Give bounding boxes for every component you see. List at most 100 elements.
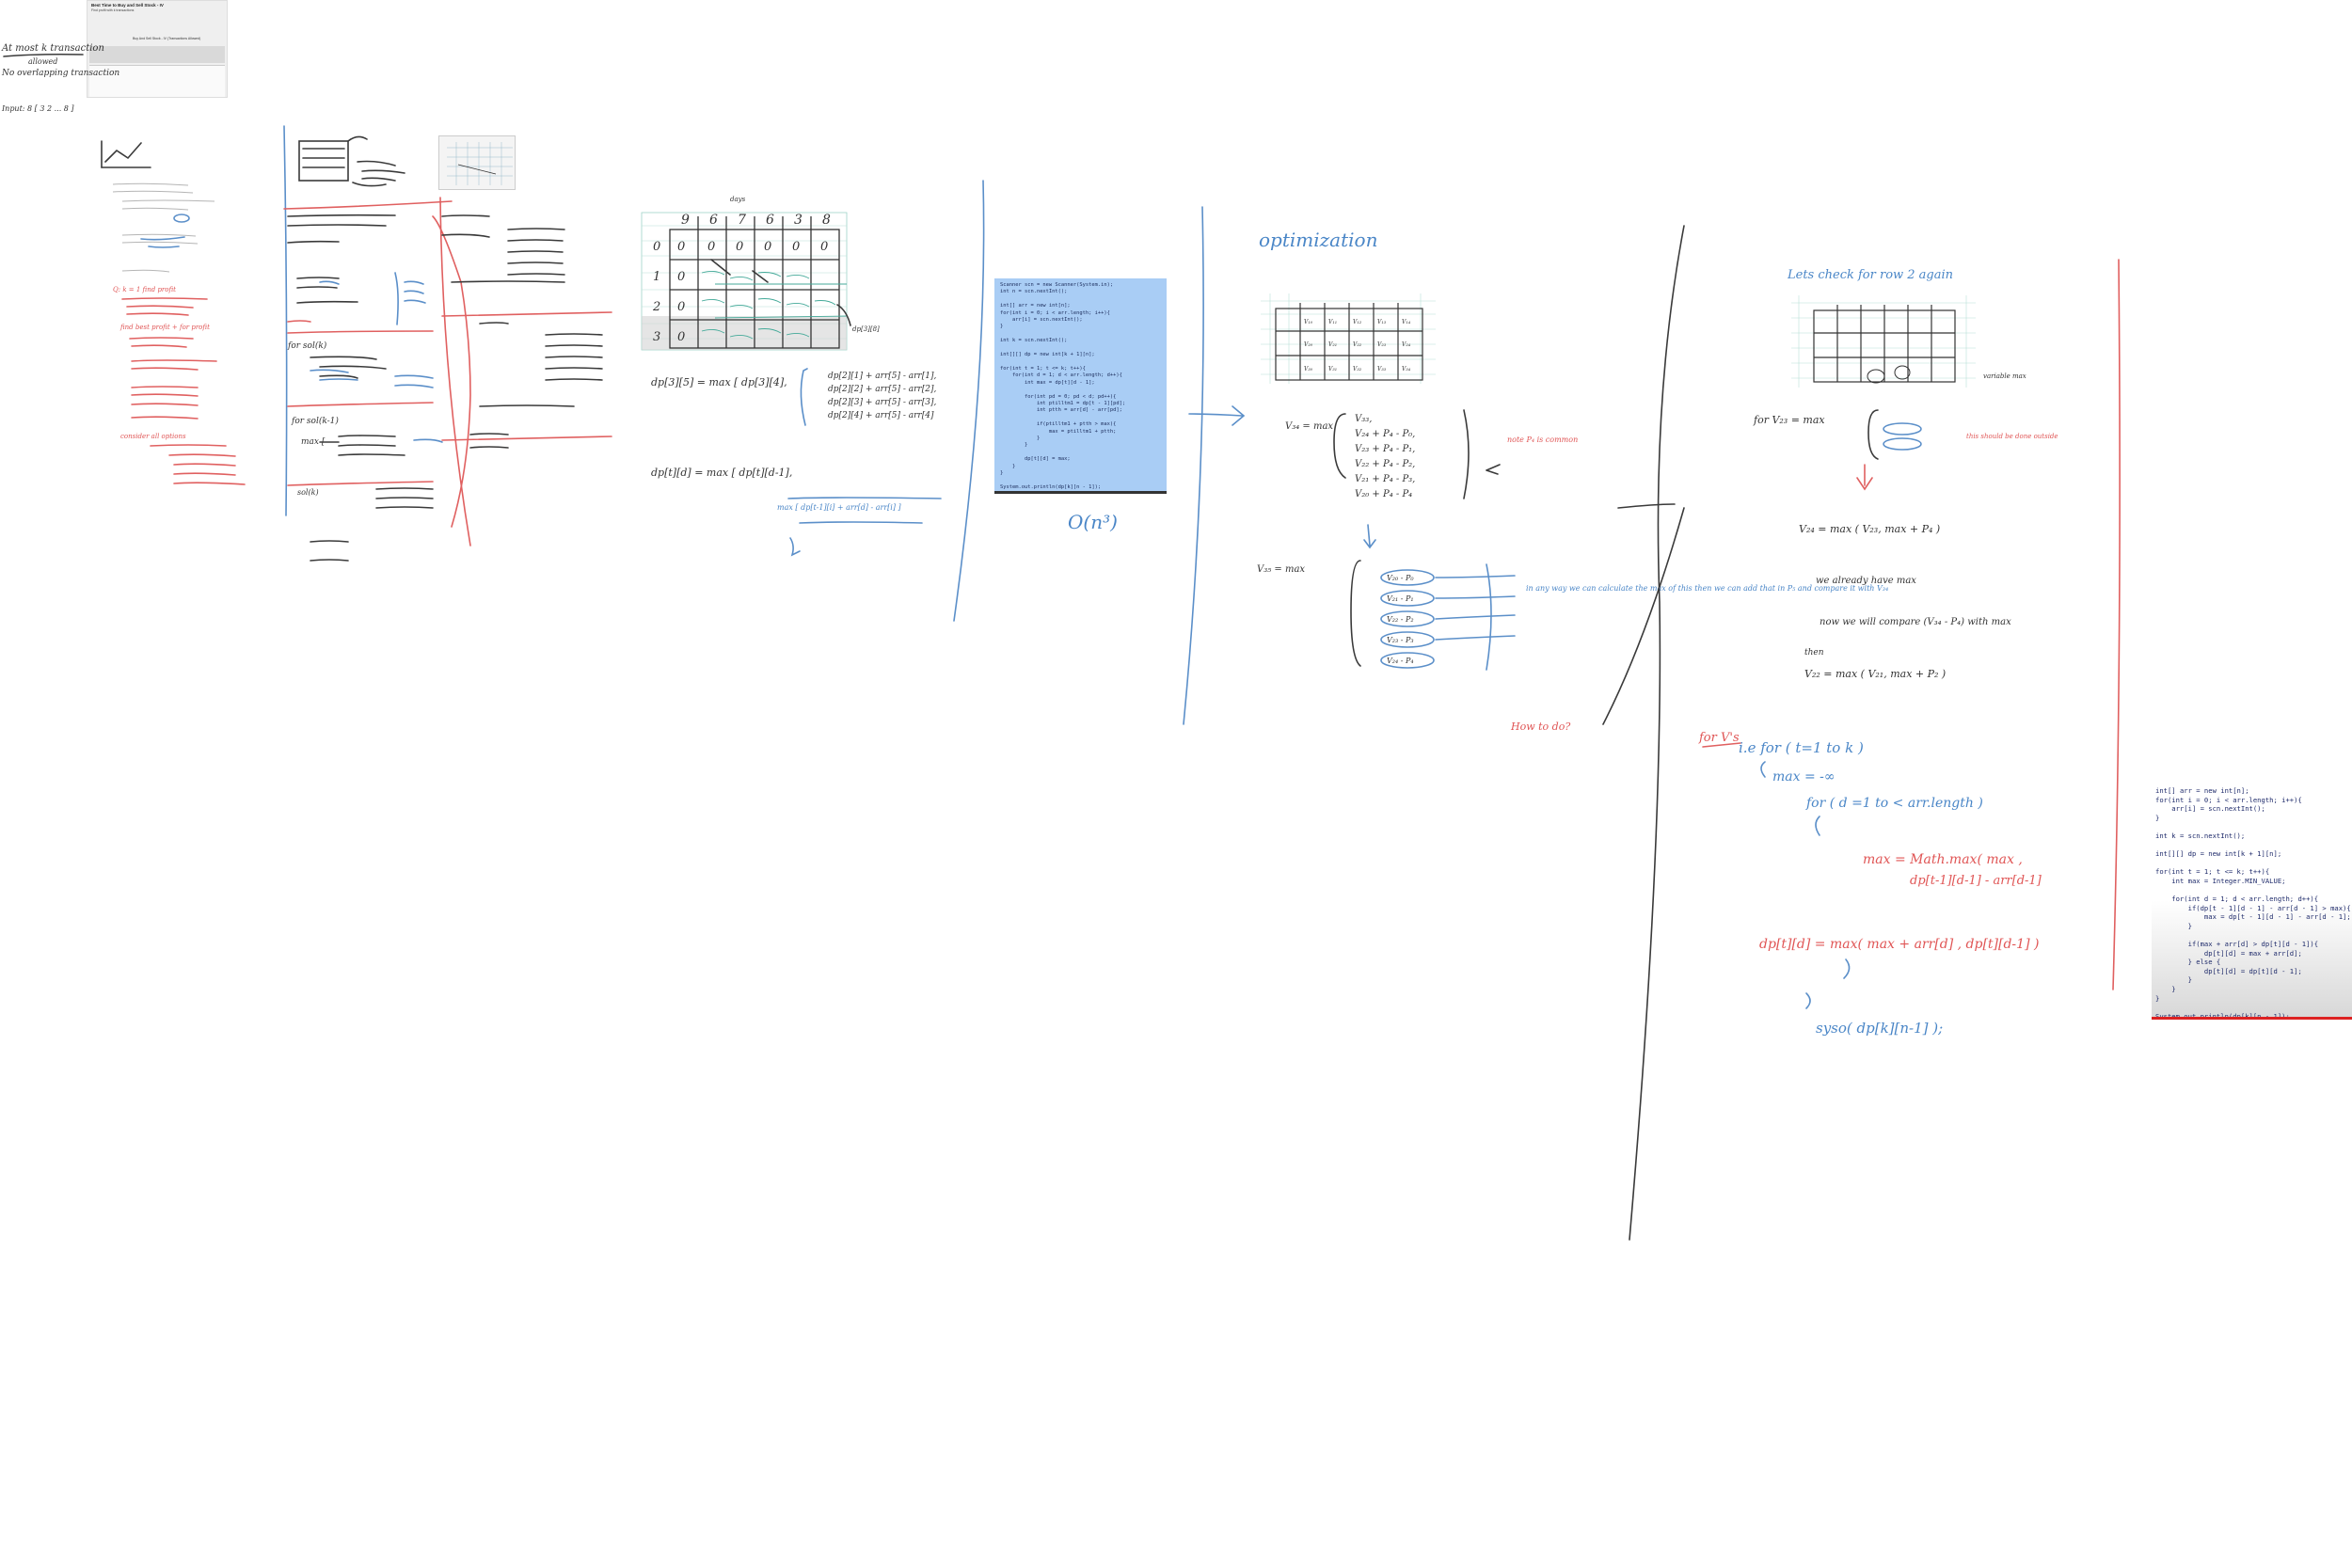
dp-col-4: 3	[794, 213, 803, 228]
code-line: dp[t][d] = dp[t][d - 1];	[2155, 966, 2302, 975]
brace-3	[1843, 958, 1851, 979]
syso-line: syso( dp[k][n-1] );	[1816, 1020, 1943, 1037]
already-have: we already have max	[1816, 576, 1916, 586]
code-line: for(int i = 0; i < arr.length; i++){	[1000, 309, 1110, 316]
loop-line1: i.e for ( t=1 to k )	[1739, 739, 1864, 756]
dp-table: days 9 6 7 6 3 8 0 1 2 3 0 0 0 0 0 0 0 0…	[641, 196, 880, 351]
blue-bracket-formula	[800, 368, 808, 426]
svg-text:V₁₄: V₁₄	[1402, 319, 1411, 325]
dp-cell-0-3: 0	[764, 240, 771, 254]
brace-4	[1805, 992, 1811, 1009]
code-line: }	[1000, 442, 1028, 449]
for-v23-label: for V₂₃ = max	[1753, 414, 1825, 426]
red-divider-right	[2112, 259, 2121, 990]
grid-screenshot-small-lines	[447, 142, 513, 185]
dp-table-grey-band	[642, 316, 847, 350]
red-separator-2d	[287, 481, 434, 486]
dp-side-note: dp[3][8]	[852, 325, 880, 333]
code-line: int[] arr = new int[n];	[2155, 786, 2249, 795]
note-p4-common: note P₄ is common	[1507, 436, 1578, 444]
dp-col-3: 6	[766, 213, 774, 228]
dp-row-label-0: 0	[653, 240, 660, 254]
bracket-v34-right	[1463, 409, 1470, 499]
svg-text:V₃₀: V₃₀	[1304, 366, 1313, 372]
dp-cell-2-0: 0	[677, 300, 685, 314]
blue-circle-left	[173, 214, 190, 223]
for-sol-k: for sol(k)	[287, 341, 327, 351]
divider-4	[1629, 225, 1685, 1241]
code-line: int max = dp[t][d - 1];	[1000, 379, 1095, 386]
blue-formula-lines	[787, 497, 942, 557]
blue-note-opt: in any way we can calculate the max of t…	[1526, 584, 1888, 593]
code-line: for(int t = 1; t <= k; t++){	[1000, 365, 1086, 372]
svg-text:V₂₂: V₂₂	[1353, 341, 1362, 348]
red-note-q3: consider all options	[120, 433, 186, 440]
dp-cell-3-0: 0	[677, 330, 685, 344]
loop-line6: dp[t][d] = max( max + arr[d] , dp[t][d-1…	[1759, 937, 2039, 952]
dp-cell-0-4: 0	[792, 240, 800, 254]
dp-term-1: dp[2][2] + arr[5] - arr[2],	[828, 385, 936, 394]
code-line: arr[i] = scn.nextInt();	[1000, 317, 1083, 324]
brace-1	[1760, 761, 1766, 778]
divider-1	[283, 125, 288, 516]
code-line: int ptth = arr[d] - arr[pd];	[1000, 407, 1122, 414]
code-line: int k = scn.nextInt();	[1000, 338, 1068, 344]
bracket-v35	[1350, 560, 1361, 667]
reference-box	[89, 46, 225, 63]
divider-4b	[1602, 507, 1685, 725]
svg-text:V₂₃: V₂₃	[1377, 341, 1387, 348]
svg-text:V₃₁: V₃₁	[1328, 366, 1337, 372]
dp-term-2: dp[2][3] + arr[5] - arr[3],	[828, 398, 936, 407]
arrow-right	[1188, 405, 1246, 426]
right-grid	[1791, 295, 1976, 388]
dp-cell-0-2: 0	[736, 240, 743, 254]
grid-screenshot-small	[438, 135, 516, 190]
red-note-q2: find best profit + for profit	[119, 324, 210, 331]
section2-sketch	[298, 135, 405, 187]
code-line: }	[2155, 813, 2160, 822]
red-curve-3	[432, 215, 471, 528]
code-line: int ptilltm1 = dp[t - 1][pd];	[1000, 400, 1126, 406]
v24-line: V₂₄ = max ( V₂₃, max + P₄ )	[1799, 523, 1940, 535]
loop-line4: max = Math.max( max ,	[1863, 852, 2023, 867]
svg-text:V₂₁ - P₁: V₂₁ - P₁	[1387, 594, 1414, 603]
red-separator-2b	[287, 330, 434, 334]
dp-header-label: days	[730, 196, 746, 203]
code-line: }	[1000, 469, 1004, 476]
v34-item-5: V₂₀ + P₄ - P₄	[1355, 489, 1412, 499]
code-line: if(max + arr[d] > dp[t][d - 1]){	[2155, 940, 2319, 949]
dp-col-1: 6	[709, 213, 718, 228]
section3-red	[441, 311, 612, 441]
red-arrow-down	[1856, 464, 1873, 491]
code-line: }	[1000, 324, 1004, 330]
sol-label-s2: sol(k)	[297, 488, 319, 497]
dp-row-labels: 0 1 2 3	[652, 240, 660, 344]
v35-label: V₃₅ = max	[1257, 564, 1305, 575]
red-small-2	[287, 320, 311, 323]
optimization-title: optimization	[1259, 229, 1377, 251]
note-at-most-k: At most k transaction	[1, 43, 104, 54]
section2-math	[310, 356, 434, 562]
then-label: then	[1804, 648, 1824, 657]
dp-cell-1-0: 0	[677, 270, 685, 284]
dp-row-label-1: 1	[653, 270, 660, 284]
variable-max: variable max	[1983, 372, 2026, 380]
code-line: for(int d = 1; d < arr.length; d++){	[1000, 372, 1122, 379]
arrow-down-1	[1363, 524, 1376, 549]
dp-row-label-2: 2	[652, 300, 660, 314]
dp-col-values: 9 6 7 6 3 8	[681, 213, 831, 228]
dp-table-lines	[669, 216, 840, 349]
dp-table-green-notes	[701, 270, 848, 340]
svg-text:V₁₂: V₁₂	[1353, 319, 1362, 325]
brace-2	[1815, 816, 1820, 836]
code-panel-n3: Scanner scn = new Scanner(System.in);int…	[994, 278, 1167, 494]
code-line: System.out.println(dp[k][n - 1]);	[1000, 483, 1102, 490]
bracket-v34	[1333, 413, 1346, 479]
dp-table-arrows	[710, 259, 851, 326]
dp-general2: max [ dp[t-1][i] + arr[d] - arr[i] ]	[777, 503, 901, 512]
svg-text:V₂₂ - P₂: V₂₂ - P₂	[1387, 615, 1414, 624]
red-vertical-2	[439, 197, 471, 546]
v34-item-1: V₂₄ + P₄ - P₀,	[1355, 429, 1415, 439]
